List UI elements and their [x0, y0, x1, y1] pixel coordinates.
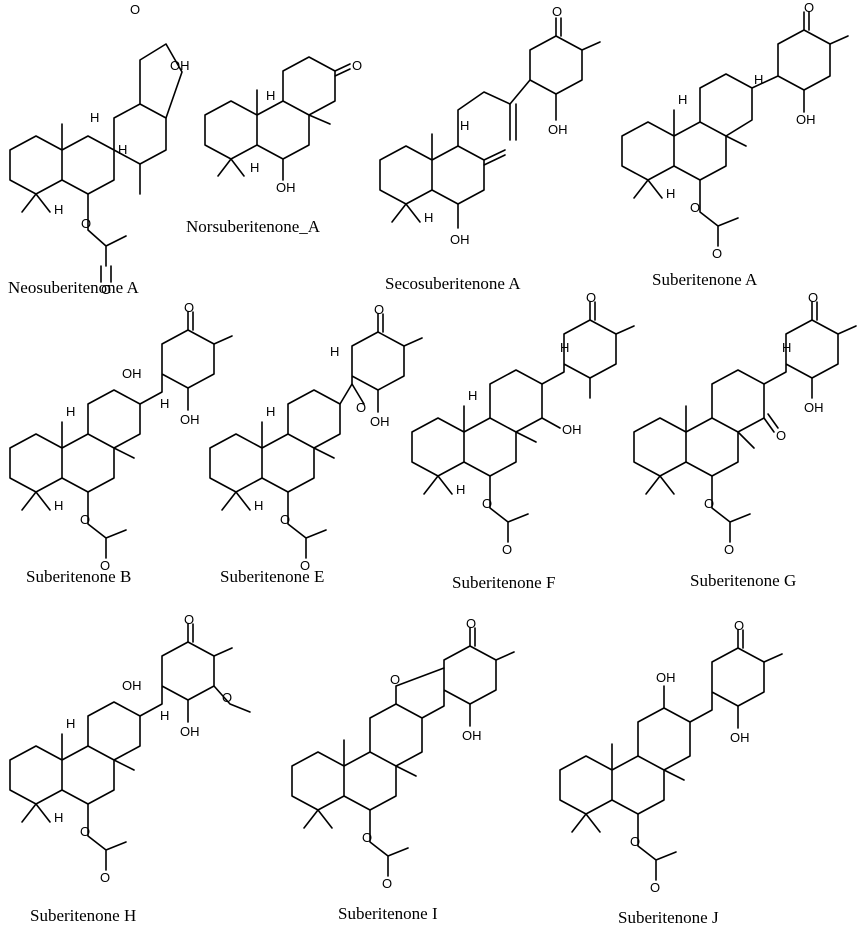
atom-label: OH — [122, 366, 142, 381]
atom-label: H — [160, 708, 169, 723]
compound-neosuberitenone-a: O OH H H H O O Neosuberitenone A — [8, 2, 190, 297]
compound-suberitenone-j: O OH OH O O Suberitenone J — [559, 618, 783, 927]
atom-label: OH — [180, 412, 200, 427]
compound-suberitenone-i: O O OH O O Suberitenone I — [291, 616, 515, 923]
atom-label: H — [250, 160, 259, 175]
atom-label: O — [300, 558, 310, 573]
atom-label: O — [482, 496, 492, 511]
compound-suberitenone-b: O OH H H OH H O O Suberitenone B — [9, 300, 233, 586]
compound-norsuberitenone-a: O H H OH Norsuberitenone_A — [186, 56, 362, 236]
atom-label: H — [66, 404, 75, 419]
compound-suberitenone-e: O H H O OH H O O Suberitenone E — [209, 302, 423, 586]
atom-label: H — [118, 142, 127, 157]
atom-label: H — [330, 344, 339, 359]
atom-label: H — [266, 404, 275, 419]
atom-label: OH — [548, 122, 568, 137]
atom-label: O — [704, 496, 714, 511]
atom-label: O — [586, 290, 596, 305]
compound-suberitenone-h: O OH H H OH O H O O Suberitenone H — [9, 612, 251, 925]
atom-label: O — [804, 0, 814, 15]
compound-name: Suberitenone E — [220, 567, 324, 586]
atom-label: O — [650, 880, 660, 895]
atom-label: O — [184, 300, 194, 315]
atom-label: O — [362, 830, 372, 845]
atom-label: O — [80, 824, 90, 839]
compound-name: Suberitenone I — [338, 904, 438, 923]
atom-label: O — [630, 834, 640, 849]
atom-label: O — [382, 876, 392, 891]
atom-label: O — [712, 246, 722, 261]
atom-label: O — [352, 58, 362, 73]
atom-label: H — [266, 88, 275, 103]
atom-label: O — [466, 616, 476, 631]
atom-label: O — [808, 290, 818, 305]
atom-label: H — [160, 396, 169, 411]
atom-label: OH — [276, 180, 296, 195]
atom-label: H — [456, 482, 465, 497]
atom-label: O — [280, 512, 290, 527]
atom-label: H — [560, 340, 569, 355]
atom-label: H — [54, 202, 63, 217]
compound-name: Suberitenone F — [452, 573, 555, 592]
compound-secosuberitenone-a: O H OH H OH Secosuberitenone A — [379, 4, 601, 293]
compound-name: Suberitenone H — [30, 906, 136, 925]
compound-name: Suberitenone G — [690, 571, 796, 590]
atom-label: O — [502, 542, 512, 557]
compound-suberitenone-a: O H OH H H O O Suberitenone A — [621, 0, 849, 289]
atom-label: O — [101, 282, 111, 297]
atom-label: O — [184, 612, 194, 627]
compound-name: Suberitenone J — [618, 908, 719, 927]
atom-label: O — [552, 4, 562, 19]
atom-label: O — [690, 200, 700, 215]
atom-label: O — [130, 2, 140, 17]
atom-label: OH — [656, 670, 676, 685]
atom-label: H — [678, 92, 687, 107]
atom-label: H — [468, 388, 477, 403]
atom-label: H — [666, 186, 675, 201]
atom-label: H — [254, 498, 263, 513]
atom-label: OH — [450, 232, 470, 247]
compound-name: Suberitenone B — [26, 567, 131, 586]
atom-label: OH — [730, 730, 750, 745]
atom-label: O — [81, 216, 91, 231]
compound-suberitenone-g: O H O OH O O Suberitenone G — [633, 290, 857, 590]
atom-label: O — [356, 400, 366, 415]
atom-label: O — [776, 428, 786, 443]
atom-label: H — [90, 110, 99, 125]
compound-name: Secosuberitenone A — [385, 274, 521, 293]
atom-label: H — [754, 72, 763, 87]
atom-label: O — [374, 302, 384, 317]
atom-label: H — [782, 340, 791, 355]
atom-label: OH — [180, 724, 200, 739]
atom-label: H — [54, 810, 63, 825]
atom-label: H — [66, 716, 75, 731]
compound-suberitenone-f: O H H OH H O O Suberitenone F — [411, 290, 635, 592]
compound-name: Norsuberitenone_A — [186, 217, 321, 236]
atom-label: OH — [370, 414, 390, 429]
atom-label: OH — [804, 400, 824, 415]
atom-label: O — [100, 870, 110, 885]
atom-label: OH — [562, 422, 582, 437]
atom-label: H — [460, 118, 469, 133]
compound-name: Suberitenone A — [652, 270, 758, 289]
atom-label: O — [734, 618, 744, 633]
compound-name: Neosuberitenone A — [8, 278, 139, 297]
atom-label: H — [424, 210, 433, 225]
atom-label: O — [222, 690, 232, 705]
atom-label: O — [390, 672, 400, 687]
atom-label: O — [724, 542, 734, 557]
atom-label: O — [80, 512, 90, 527]
atom-label: OH — [122, 678, 142, 693]
atom-label: H — [54, 498, 63, 513]
atom-label: OH — [462, 728, 482, 743]
atom-label: OH — [796, 112, 816, 127]
atom-label: O — [100, 558, 110, 573]
atom-label: OH — [170, 58, 190, 73]
